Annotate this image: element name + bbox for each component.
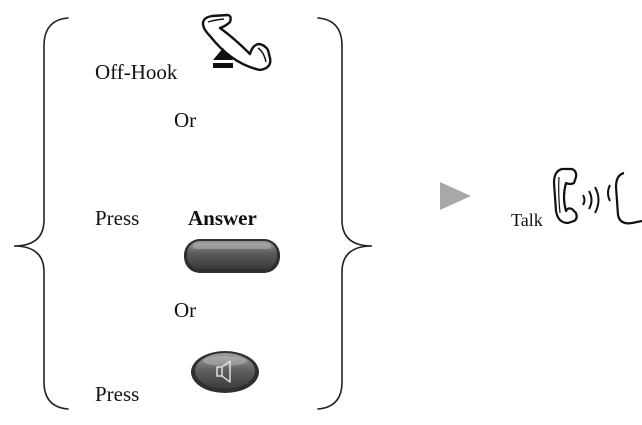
softkey-button-icon: [184, 239, 280, 273]
arrow-right-icon: [440, 182, 471, 210]
or-label-1: Or: [174, 108, 197, 132]
talking-handset-icon: [552, 167, 642, 225]
answer-softkey-label: Answer: [188, 206, 257, 230]
press-label-answer: Press: [95, 206, 140, 230]
handset-lift-icon: [201, 13, 272, 72]
talk-label: Talk: [511, 210, 543, 230]
or-label-2: Or: [174, 298, 197, 322]
speaker-button-icon: [191, 351, 259, 393]
press-label-speaker: Press: [95, 382, 140, 406]
off-hook-label: Off-Hook: [95, 60, 178, 84]
